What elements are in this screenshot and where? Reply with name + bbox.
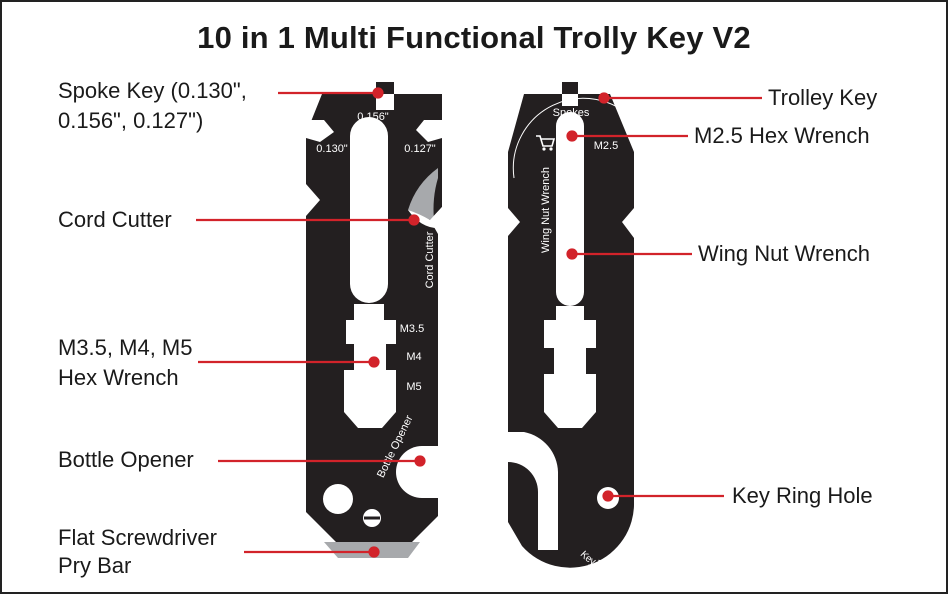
callout-wing-nut-text: Wing Nut Wrench [698,241,870,266]
engraving-size-top: 0.156" [357,111,389,123]
engraving-wing-nut: Wing Nut Wrench [540,167,552,253]
callout-spoke-key: Spoke Key (0.130", 0.156", 0.127") [58,76,247,136]
leader-dot-wing-nut [566,248,578,260]
engraving-m5: M5 [406,381,421,393]
left-tool: 0.156" 0.130" 0.127" Cord Cutter M3.5 M4… [306,82,442,558]
callout-bottle-opener-text: Bottle Opener [58,447,194,472]
engraving-m35: M3.5 [400,323,424,335]
leader-dot-cord-cutter [408,214,420,226]
callout-spoke-key-line2: 0.156", 0.127") [58,108,204,133]
right-top-arc [512,97,635,179]
cord-cutter-notch [408,207,442,229]
engraving-size-left: 0.130" [316,143,348,155]
spoke-notch-left [306,120,334,142]
cord-cutter-blade [408,168,438,220]
shopping-cart-icon [536,135,556,151]
leader-dot-bottle-opener [414,455,426,467]
right-bottom-notch [508,432,558,550]
callout-cord-cutter-text: Cord Cutter [58,207,172,232]
callout-spoke-key-line1: Spoke Key (0.130", [58,78,247,103]
page-title: 10 in 1 Multi Functional Trolly Key V2 [197,20,751,55]
left-tool-body [306,82,442,544]
callout-trolley-key: Trolley Key [768,83,877,113]
callout-wing-nut: Wing Nut Wrench [698,239,870,269]
callout-screwdriver-line1: Flat Screwdriver [58,525,217,550]
leader-dot-m25-hex [566,130,578,142]
bottle-opener-notch [396,446,438,498]
callout-m25-hex-text: M2.5 Hex Wrench [694,123,870,148]
engraving-size-right: 0.127" [404,143,436,155]
engraving-m4: M4 [406,351,421,363]
spoke-notch-right [416,120,442,142]
callout-m25-hex: M2.5 Hex Wrench [694,121,870,151]
engraving-cord-cutter: Cord Cutter [424,231,436,288]
callout-cord-cutter: Cord Cutter [58,205,172,235]
callout-key-ring: Key Ring Hole [732,481,873,511]
leader-dot-trolley-key [598,92,610,104]
callout-screwdriver-line2: Pry Bar [58,553,132,578]
callout-hex-line2: Hex Wrench [58,365,179,390]
callout-key-ring-text: Key Ring Hole [732,483,873,508]
engraving-m25: M2.5 [594,140,618,152]
left-round-hole [323,484,353,514]
callout-hex-wrench: M3.5, M4, M5 Hex Wrench [58,333,192,393]
leader-dot-hex [368,356,380,368]
right-tool: Spokes M2.5 Wing Nut Wrench Key Ring Hol… [508,82,639,571]
leader-lines [196,87,762,558]
engraving-spokes: Spokes [553,107,590,119]
callout-screwdriver: Flat Screwdriver Pry Bar [58,524,217,580]
leader-dot-key-ring [602,490,614,502]
callout-trolley-key-text: Trolley Key [768,85,878,110]
callout-hex-line1: M3.5, M4, M5 [58,335,193,360]
leader-dot-screwdriver [368,546,380,558]
callout-bottle-opener: Bottle Opener [58,445,194,475]
leader-dot-spoke-key [372,87,384,99]
